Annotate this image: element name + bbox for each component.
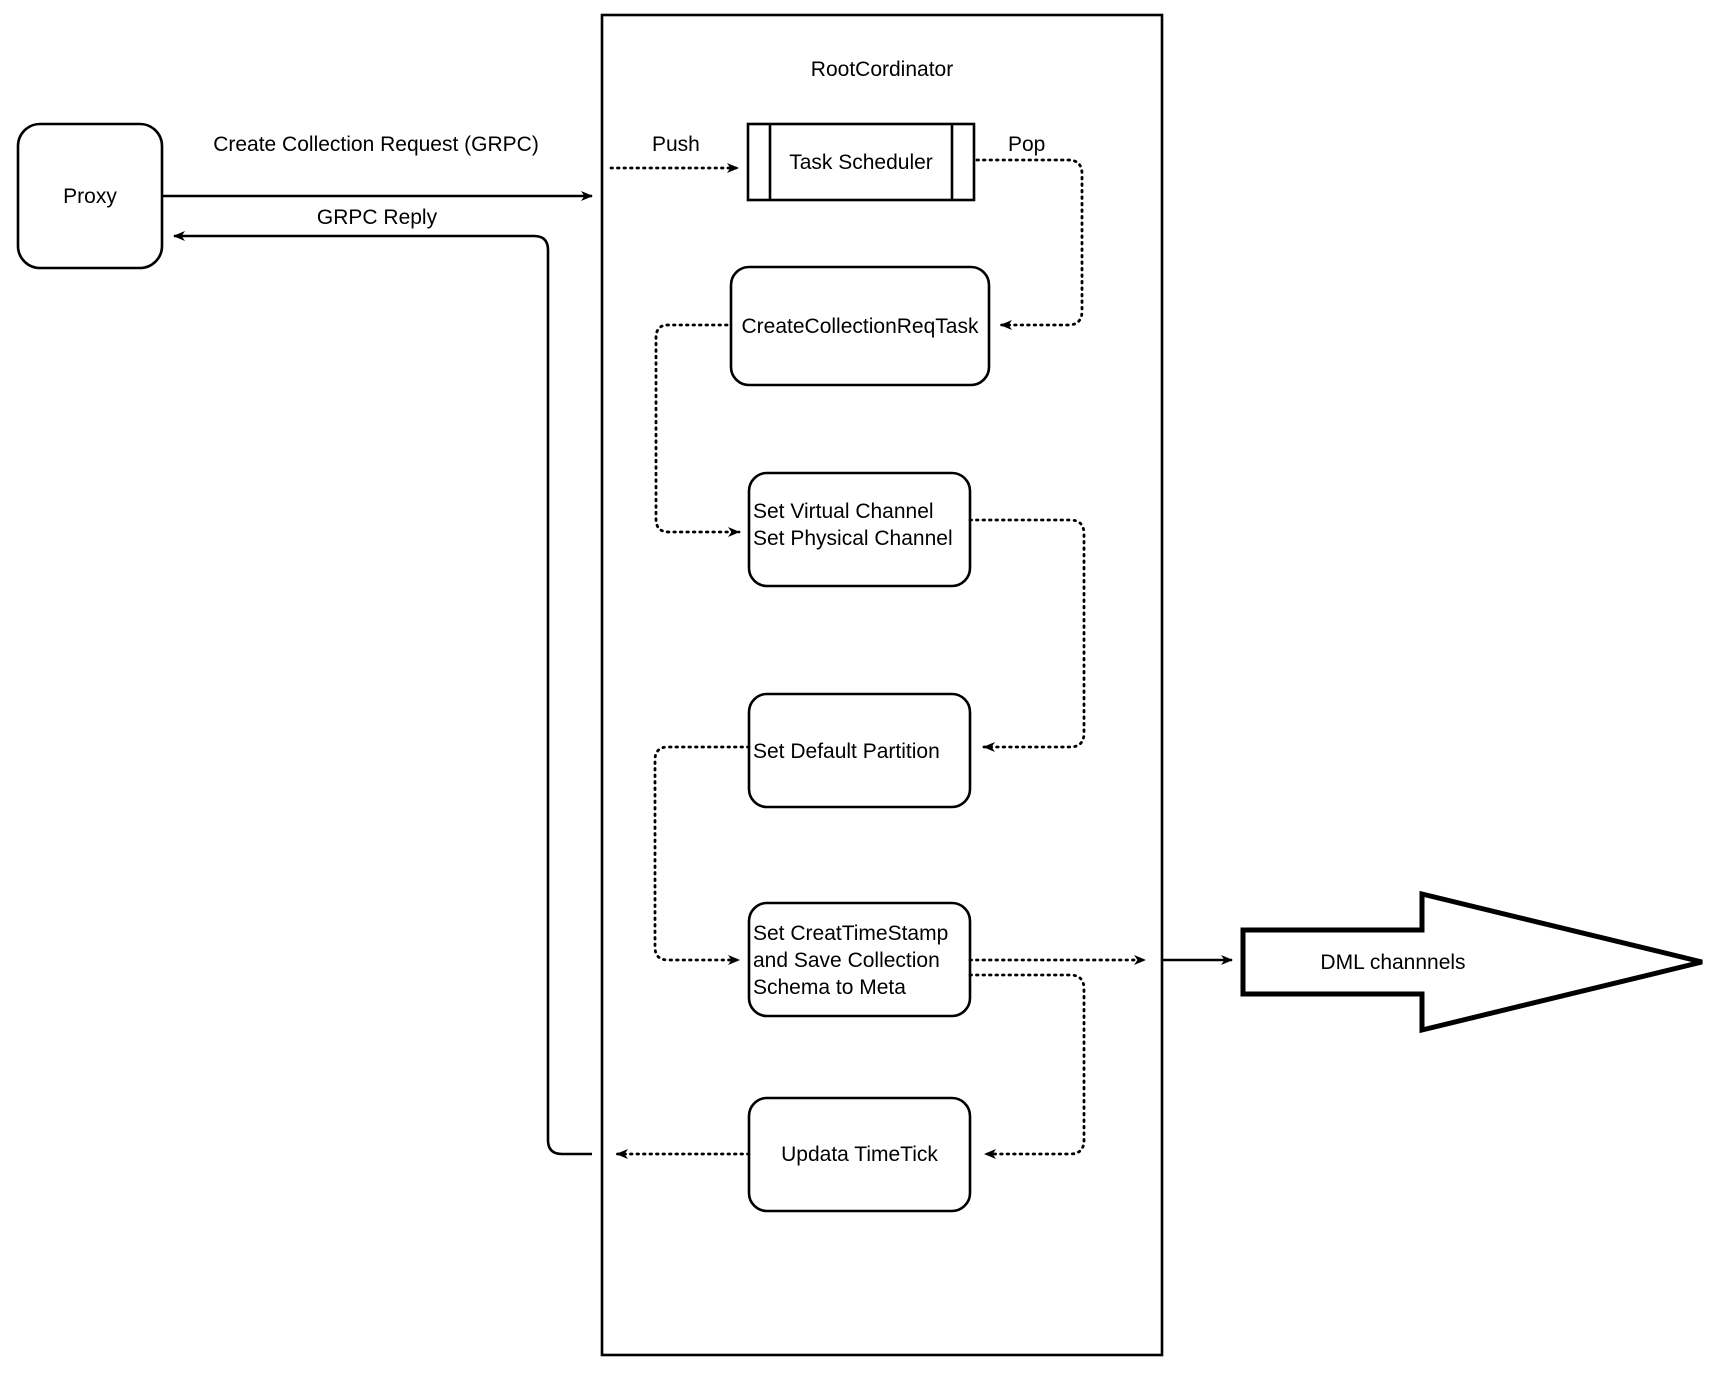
set-timestamp-label-line2: and Save Collection	[753, 949, 940, 972]
edge-task-to-setchannel	[654, 323, 741, 537]
set-timestamp-label-line3: Schema to Meta	[753, 976, 906, 999]
set-timestamp-label-line1: Set CreatTimeStamp	[753, 922, 949, 945]
set-channel-label-line1: Set Virtual Channel	[753, 500, 934, 523]
create-collection-req-task-label: CreateCollectionReqTask	[741, 314, 979, 338]
edge-pop-from-scheduler	[975, 158, 1084, 330]
set-default-partition-label: Set Default Partition	[753, 740, 940, 763]
dml-channels-shape[interactable]	[1240, 890, 1703, 1034]
edge-timestamp-to-timetick	[968, 973, 1086, 1159]
set-channel-label: Set Virtual Channel Set Physical Channel	[753, 498, 983, 552]
set-channel-shape[interactable]	[747, 471, 972, 588]
proxy-node-label: Proxy	[63, 184, 117, 208]
create-collection-req-task-shape[interactable]	[729, 265, 991, 387]
set-channel-label-line2: Set Physical Channel	[753, 527, 953, 550]
task-scheduler-label: Task Scheduler	[789, 150, 933, 174]
edge-rootcoord-to-proxy	[173, 231, 592, 1156]
set-default-partition-shape[interactable]	[747, 692, 972, 809]
task-scheduler-shape[interactable]	[746, 122, 976, 202]
edge-partition-to-timestamp	[653, 745, 751, 965]
set-timestamp-label: Set CreatTimeStamp and Save Collection S…	[753, 920, 975, 1001]
edge-setchannel-to-partition	[968, 518, 1086, 752]
dml-channels-label: DML channnels	[1320, 950, 1466, 974]
update-timetick-label: Updata TimeTick	[781, 1143, 938, 1166]
